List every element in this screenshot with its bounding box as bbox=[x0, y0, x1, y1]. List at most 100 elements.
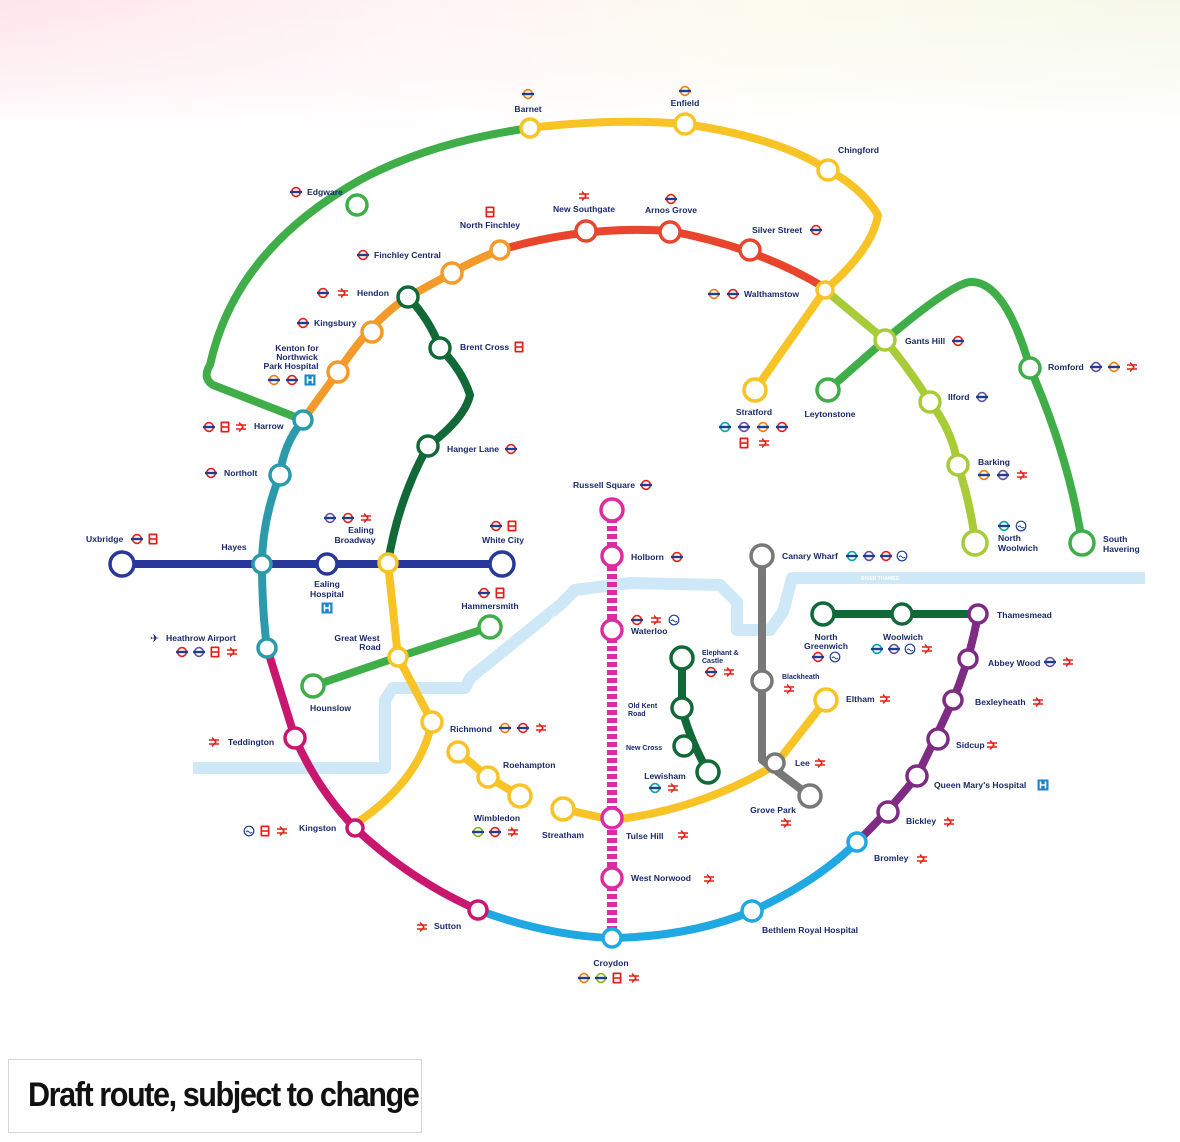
station-harrow[interactable] bbox=[292, 409, 314, 431]
station-new-southgate[interactable] bbox=[574, 219, 598, 243]
station-bethlem[interactable] bbox=[740, 899, 764, 923]
station-new-cross[interactable] bbox=[672, 734, 696, 758]
station-lee[interactable] bbox=[764, 752, 786, 774]
national-rail-icon bbox=[1126, 362, 1138, 372]
station-woolwich[interactable] bbox=[890, 602, 914, 626]
label-kenton-3: Park Hospital bbox=[264, 361, 319, 371]
label-lewisham: Lewisham bbox=[644, 771, 686, 781]
station-leytonstone[interactable] bbox=[815, 377, 841, 403]
station-ealing-broadway[interactable] bbox=[377, 552, 399, 574]
station-old-kent-road[interactable] bbox=[670, 696, 694, 720]
national-rail-icon bbox=[916, 854, 928, 864]
overground-icon bbox=[978, 469, 990, 481]
label-ealing-broadway-1: Ealing bbox=[348, 525, 374, 535]
station-heathrow[interactable] bbox=[256, 637, 278, 659]
station-wimbledon[interactable] bbox=[507, 783, 533, 809]
station-north-greenwich[interactable] bbox=[810, 601, 836, 627]
label-waterloo: Waterloo bbox=[631, 626, 667, 636]
station-stratford[interactable] bbox=[742, 377, 768, 403]
station-blackheath[interactable] bbox=[750, 669, 774, 693]
label-leytonstone: Leytonstone bbox=[804, 409, 855, 419]
station-hanger-lane[interactable] bbox=[416, 434, 440, 458]
station-kenton[interactable] bbox=[326, 360, 350, 384]
station-kingsbury[interactable] bbox=[360, 320, 384, 344]
station-streatham[interactable] bbox=[550, 796, 576, 822]
station-abbey-wood[interactable] bbox=[957, 648, 979, 670]
underground-icon bbox=[671, 551, 683, 563]
national-rail-icon bbox=[1016, 470, 1028, 480]
station-russell-square[interactable] bbox=[599, 497, 625, 523]
station-elephant[interactable] bbox=[669, 645, 695, 671]
river-bus-icon bbox=[829, 651, 841, 663]
label-barking: Barking bbox=[978, 457, 1010, 467]
station-croydon[interactable] bbox=[601, 927, 623, 949]
national-rail-icon bbox=[235, 422, 247, 432]
station-ealing-hospital[interactable] bbox=[315, 552, 339, 576]
hospital-icon bbox=[1037, 779, 1049, 791]
station-hounslow[interactable] bbox=[300, 673, 326, 699]
station-northolt[interactable] bbox=[268, 463, 292, 487]
station-west-norwood[interactable] bbox=[600, 866, 624, 890]
dlr-icon bbox=[998, 520, 1010, 532]
station-kingston[interactable] bbox=[345, 818, 365, 838]
station-south-havering[interactable] bbox=[1068, 529, 1096, 557]
station-holborn[interactable] bbox=[600, 544, 624, 568]
station-enfield[interactable] bbox=[673, 112, 697, 136]
label-old-kent-2: Road bbox=[628, 711, 646, 718]
station-bexleyheath[interactable] bbox=[942, 689, 964, 711]
station-eltham[interactable] bbox=[813, 687, 839, 713]
station-barnet[interactable] bbox=[519, 117, 541, 139]
station-lewisham[interactable] bbox=[695, 759, 721, 785]
national-rail-icon bbox=[1032, 697, 1044, 707]
station-north-woolwich[interactable] bbox=[961, 529, 989, 557]
label-white-city: White City bbox=[482, 535, 524, 545]
station-romford[interactable] bbox=[1018, 356, 1042, 380]
overground-icon bbox=[578, 972, 590, 984]
station-brent-cross[interactable] bbox=[428, 336, 452, 360]
station-bromley[interactable] bbox=[846, 831, 868, 853]
station-ilford[interactable] bbox=[918, 390, 942, 414]
station-barking[interactable] bbox=[946, 453, 970, 477]
line-cyan bbox=[474, 838, 861, 942]
station-chingford[interactable] bbox=[816, 158, 840, 182]
label-stratford: Stratford bbox=[736, 407, 772, 417]
station-canary-wharf[interactable] bbox=[749, 543, 775, 569]
overground-icon bbox=[1108, 361, 1120, 373]
national-rail-icon bbox=[758, 438, 770, 448]
station-richmond[interactable] bbox=[420, 710, 444, 734]
label-holborn: Holborn bbox=[631, 552, 664, 562]
station-edgware[interactable] bbox=[345, 193, 369, 217]
underground-icon bbox=[505, 443, 517, 455]
underground-icon bbox=[631, 614, 643, 626]
station-walthamstow[interactable] bbox=[815, 280, 835, 300]
station-tulse-hill[interactable] bbox=[600, 806, 624, 830]
station-hayes[interactable] bbox=[251, 553, 273, 575]
station-arnos-grove[interactable] bbox=[658, 220, 682, 244]
station-roehampton-b[interactable] bbox=[476, 765, 500, 789]
station-hammersmith[interactable] bbox=[477, 614, 503, 640]
station-white-city[interactable] bbox=[488, 550, 516, 578]
label-kingsbury: Kingsbury bbox=[314, 318, 357, 328]
station-north-finchley[interactable] bbox=[489, 239, 511, 261]
elizabeth-line-icon bbox=[863, 550, 875, 562]
line-darkgreen-hanger bbox=[384, 293, 474, 567]
station-finchley-central[interactable] bbox=[440, 261, 464, 285]
label-teddington: Teddington bbox=[228, 737, 274, 747]
station-sidcup[interactable] bbox=[926, 727, 950, 751]
station-hendon[interactable] bbox=[396, 285, 420, 309]
station-great-west-road[interactable] bbox=[387, 646, 409, 668]
elizabeth-line-icon bbox=[324, 512, 336, 524]
station-grove-park[interactable] bbox=[797, 783, 823, 809]
station-queen-marys[interactable] bbox=[905, 764, 929, 788]
station-teddington[interactable] bbox=[283, 726, 307, 750]
label-russell-square: Russell Square bbox=[573, 480, 635, 490]
station-gants-hill[interactable] bbox=[873, 328, 897, 352]
station-uxbridge[interactable] bbox=[108, 550, 136, 578]
station-silver-street[interactable] bbox=[738, 238, 762, 262]
station-bickley[interactable] bbox=[876, 800, 900, 824]
station-waterloo[interactable] bbox=[600, 618, 624, 642]
station-sutton[interactable] bbox=[467, 899, 489, 921]
station-roehampton-a[interactable] bbox=[446, 740, 470, 764]
station-thamesmead[interactable] bbox=[967, 603, 989, 625]
elizabeth-line-icon bbox=[1090, 361, 1102, 373]
